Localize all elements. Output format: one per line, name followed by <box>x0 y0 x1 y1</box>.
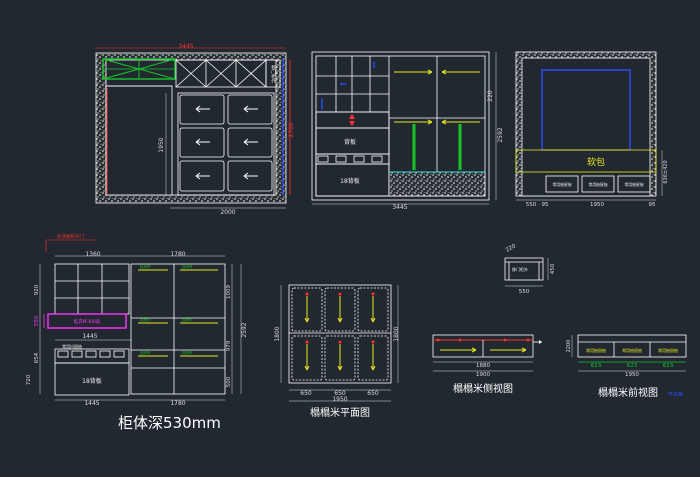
view1-side-panel <box>265 59 281 88</box>
view3-dim-1950: 1950 <box>590 202 604 208</box>
view4-dim-1360: 1360 <box>85 251 100 258</box>
view8-drawer-2-label: 常用抽屉抽 <box>622 347 642 353</box>
view4-dim-left-550: 550 <box>34 315 40 326</box>
view6-box <box>504 257 544 281</box>
view4-pink-label: 挂衣杆300高 <box>74 318 101 325</box>
view5-dim-width: 1950 <box>332 396 347 403</box>
view3-dim-550: 550 <box>526 202 537 208</box>
view4-dim-1445-bottom: 1445 <box>84 400 99 407</box>
view1-dim-right: 2700 <box>288 122 295 137</box>
view3-dim-right: 636±420 <box>663 160 669 183</box>
view7-caption: 榻榻米侧视图 <box>453 382 513 395</box>
view3-soft-label: 软包 <box>587 156 605 168</box>
view3-drawer-3 <box>617 175 651 193</box>
view2-dim-right: 2592 <box>497 127 504 142</box>
view5-outer <box>288 284 392 384</box>
view5-dim-right: 1800 <box>393 326 400 341</box>
view3-drawer-2-label: 常用抽屉抽 <box>589 182 608 187</box>
view4-dim-right-2592: 2592 <box>241 322 248 337</box>
view4-back-box <box>54 362 130 396</box>
view4-dim-left-920: 920 <box>34 284 40 295</box>
view5-dim-height: 1800 <box>274 326 281 341</box>
view4-dim-1780-top: 1780 <box>170 251 185 258</box>
view8-dim-623a: 623 <box>591 363 602 369</box>
view4-dim-right-979: 979 <box>226 340 232 351</box>
view2-dim-bottom: 3445 <box>392 204 407 211</box>
view2-floor-hatch <box>388 171 486 197</box>
view6-dim-top: 220 <box>505 243 518 254</box>
view8-caption: 榻榻米前视图 <box>598 386 658 399</box>
view1-dim-height: 1950 <box>158 137 165 152</box>
view3-drawer-1-label: 常用抽屉抽 <box>553 182 572 187</box>
view3-soft-pad <box>515 149 657 173</box>
view2-back-label: 18背板 <box>340 177 360 185</box>
view5-dim-650a: 650 <box>300 390 312 397</box>
view4-top-red-label: 此顶板移开门 <box>57 233 84 240</box>
view2-shelf-label: 背板 <box>344 138 356 146</box>
view4-back-label: 18背板 <box>82 377 102 385</box>
view1-elevation: 移门柜外 3445 2000 1 <box>95 43 295 216</box>
svg-text:挂衣杆: 挂衣杆 <box>140 350 151 355</box>
view7-side-view: 1880 1900 榻榻米侧视图 <box>432 334 542 395</box>
view3-drawer-3-label: 常用抽屉抽 <box>625 182 644 187</box>
view4-dim-1780-bottom: 1780 <box>170 400 185 407</box>
view2-dim-upper: 220 <box>487 90 494 102</box>
view4-drawer-label: 常用抖屉抽 <box>62 343 82 349</box>
view8-corner-label: 开关等 <box>668 391 683 398</box>
view3-dim-95b: 95 <box>649 202 656 208</box>
svg-text:挂衣杆: 挂衣杆 <box>140 264 151 269</box>
svg-text:挂衣杆: 挂衣杆 <box>182 350 193 355</box>
view2-elevation: 背板 18背板 3445 220 2592 <box>311 51 504 211</box>
view5-dim-650b: 650 <box>334 390 346 397</box>
view6-dim-bottom: 550 <box>519 289 530 295</box>
view4-caption: 柜体深530mm <box>118 414 221 432</box>
view5-plan: 1800 650 650 650 1950 1800 榻榻米平面图 <box>274 284 400 419</box>
view1-drawers <box>177 92 275 196</box>
view8-dim-bottom: 1950 <box>625 372 639 378</box>
view5-dim-650c: 650 <box>367 390 379 397</box>
svg-text:挂衣杆: 挂衣杆 <box>140 317 151 322</box>
view8-drawer-3-label: 常用抽屉抽 <box>658 347 678 353</box>
view3-elevation: 软包 常用抽屉抽 常用抽屉抽 常用抽屉抽 550 95 1950 95 636±… <box>515 51 669 208</box>
view4-dim-left-720: 720 <box>26 374 32 385</box>
view5-caption: 榻榻米平面图 <box>310 406 370 419</box>
view3-drawer-1 <box>545 175 579 193</box>
view8-dim-left: 2200 <box>566 340 572 353</box>
view4-cabinet: 此顶板移开门 1360 1780 挂衣杆300高 1445 常用抖屉抽 18背板 <box>26 233 248 432</box>
view1-dim-bottom: 2000 <box>220 209 235 216</box>
svg-text:挂衣杆: 挂衣杆 <box>182 317 193 322</box>
view3-drawer-2 <box>581 175 615 193</box>
view1-dim-top: 3445 <box>178 43 193 50</box>
view6-detail: 220 移门柜外 450 550 <box>504 243 556 295</box>
view8-front-view: 常用抽屉抽 常用抽屉抽 常用抽屉抽 2200 623 623 623 1950 … <box>566 334 687 399</box>
svg-text:挂衣杆: 挂衣杆 <box>182 264 193 269</box>
view3-dim-95a: 95 <box>542 202 549 208</box>
view4-dim-right-500: 500 <box>226 376 232 387</box>
view4-dim-left-654: 654 <box>34 352 40 363</box>
view4-magenta-bar <box>47 313 127 329</box>
view8-dim-623c: 623 <box>663 363 674 369</box>
view8-dim-623b: 623 <box>627 363 638 369</box>
view8-drawer-1-label: 常用抽屉抽 <box>586 347 606 353</box>
view2-outer <box>311 51 490 201</box>
view4-dim-right-1009: 1009 <box>226 285 232 299</box>
view1-vertical-label: 移门柜外 <box>271 64 276 85</box>
view7-dim-1900: 1900 <box>476 372 490 378</box>
view8-box <box>577 334 687 358</box>
view6-label: 移门柜外 <box>512 266 528 272</box>
view4-dim-1445-mid: 1445 <box>82 333 97 340</box>
view6-dim-right: 450 <box>550 263 556 274</box>
view7-dim-1880: 1880 <box>476 363 490 369</box>
